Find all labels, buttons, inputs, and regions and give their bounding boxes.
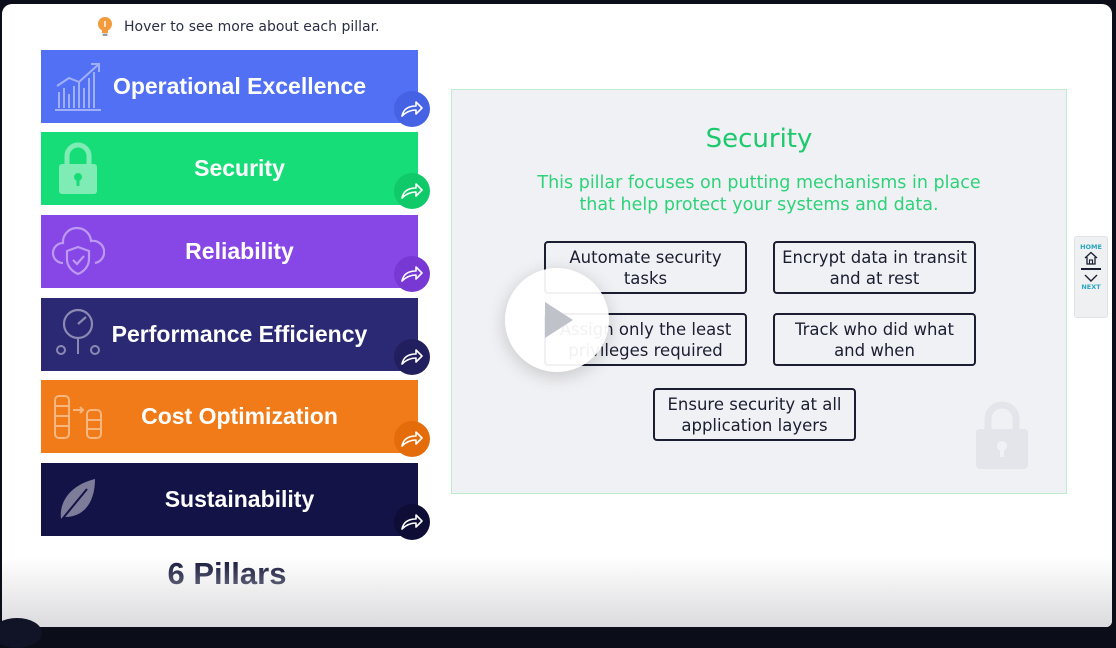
- pillar-reliability[interactable]: Reliability: [41, 215, 430, 292]
- detail-description: This pillar focuses on putting mechanism…: [537, 173, 981, 215]
- forward-arrow-icon[interactable]: [394, 339, 430, 375]
- pillars-title: 6 Pillars: [167, 556, 287, 591]
- pillar-operational-excellence[interactable]: Operational Excellence: [41, 50, 430, 127]
- coins-transfer-icon: [54, 395, 102, 439]
- play-icon: [545, 302, 573, 338]
- forward-arrow-icon[interactable]: [394, 421, 430, 457]
- forward-arrow-icon[interactable]: [394, 173, 430, 209]
- pillar-sustainability[interactable]: Sustainability: [41, 463, 430, 540]
- padlock-watermark-icon: [976, 401, 1028, 469]
- forward-arrow-icon[interactable]: [394, 91, 430, 127]
- pillar-label: Sustainability: [164, 486, 315, 512]
- detail-point: Track who did what and when: [773, 313, 976, 366]
- detail-point: Ensure security at all application layer…: [653, 388, 856, 441]
- next-nav-label: NEXT: [1081, 283, 1101, 291]
- chart-growth-icon: [55, 63, 101, 111]
- play-video-button[interactable]: [505, 268, 609, 372]
- cloud-shield-icon: [51, 226, 105, 276]
- pillar-cost-optimization[interactable]: Cost Optimization: [41, 380, 430, 457]
- pillar-label: Security: [194, 155, 285, 181]
- detail-title: Security: [705, 124, 813, 154]
- lightbulb-icon: [98, 17, 112, 36]
- home-icon: [1084, 251, 1098, 265]
- chevron-down-icon: [1084, 274, 1098, 282]
- hover-hint: Hover to see more about each pillar.: [96, 16, 380, 38]
- next-nav-button[interactable]: NEXT: [1081, 273, 1101, 291]
- slide: Hover to see more about each pillar. Ope…: [2, 4, 1112, 627]
- corner-control: [0, 618, 42, 648]
- hint-text: Hover to see more about each pillar.: [124, 19, 380, 35]
- pillar-performance-efficiency[interactable]: Performance Efficiency: [41, 298, 430, 375]
- detail-point: Encrypt data in transit and at rest: [773, 241, 976, 294]
- pillar-label: Cost Optimization: [141, 403, 338, 429]
- forward-arrow-icon[interactable]: [394, 256, 430, 292]
- pillar-security[interactable]: Security: [41, 132, 430, 209]
- pillar-label: Performance Efficiency: [111, 321, 368, 347]
- pillar-label: Operational Excellence: [112, 73, 367, 99]
- padlock-icon: [59, 142, 97, 194]
- pillar-label: Reliability: [185, 238, 294, 264]
- nav-divider: [1081, 268, 1101, 270]
- side-navigation: HOME NEXT: [1074, 236, 1108, 318]
- leaf-icon: [58, 479, 95, 524]
- home-nav-label: HOME: [1080, 243, 1102, 251]
- home-nav-button[interactable]: HOME: [1080, 243, 1102, 265]
- gauge-icon: [56, 308, 100, 355]
- forward-arrow-icon[interactable]: [394, 504, 430, 540]
